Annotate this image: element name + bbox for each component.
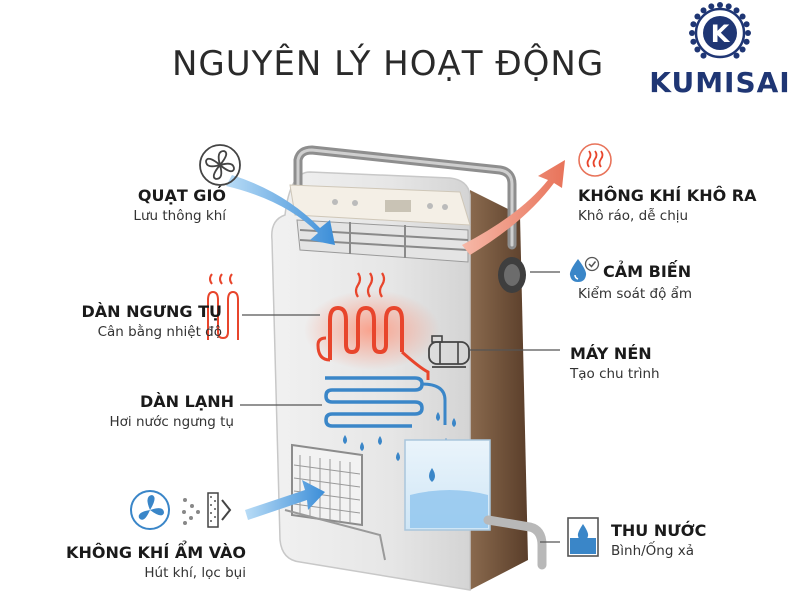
display-screen [385,200,411,212]
control-panel [289,184,471,226]
label-water: THU NƯỚC Bình/Ống xả [611,521,706,559]
brand-logo: K KUMISAI [640,0,800,112]
label-condenser-title: DÀN NGƯNG TỤ [81,302,222,321]
water-tank-icon [566,516,600,563]
label-fan-desc: Lưu thông khí [133,208,226,224]
heat-waves-icon [578,143,612,182]
label-sensor: CẢM BIẾN [603,262,691,281]
heat-coil-icon [202,270,242,347]
label-sensor-title: CẢM BIẾN [603,262,692,281]
evaporator-coil [324,376,424,428]
air-filter [291,443,363,527]
air-outlet-louver [296,219,469,263]
laurel-emblem-icon: K [689,2,751,59]
label-water-title: THU NƯỚC [611,521,707,540]
label-evaporator-title: DÀN LẠNH [140,392,234,411]
label-outlet-title: KHÔNG KHÍ KHÔ RA [578,186,757,205]
label-condenser-desc: Cân bằng nhiệt độ [97,324,222,340]
page-title: NGUYÊN LÝ HOẠT ĐỘNG [172,44,605,84]
humid-air-in-arrow [245,480,325,520]
label-outlet-desc: Khô ráo, dễ chịu [578,208,689,224]
brand-name: KUMISAI [649,66,791,99]
dry-air-out-arrow [462,160,565,255]
label-outlet: KHÔNG KHÍ KHÔ RA Khô ráo, dễ chịu [578,186,756,224]
label-sensor-desc: Kiểm soát độ ẩm [578,286,693,302]
label-intake: KHÔNG KHÍ ẨM VÀO Hút khí, lọc bụi [66,543,246,581]
label-compressor: MÁY NÉN Tạo chu trình [570,344,660,382]
label-condenser: DÀN NGƯNG TỤ Cân bằng nhiệt độ [81,302,222,340]
condenser-coil [328,305,404,360]
drain-hose [483,515,547,570]
label-compressor-desc: Tạo chu trình [570,366,660,382]
label-evaporator-desc: Hơi nước ngưng tụ [109,414,235,430]
label-compressor-title: MÁY NÉN [570,344,652,363]
brand-monogram: K [711,20,731,48]
label-intake-title: KHÔNG KHÍ ẨM VÀO [66,543,246,562]
fan-icon [198,143,242,192]
fan-filter-icon [130,488,240,537]
label-sensor-desc-wrap: Kiểm soát độ ẩm [578,286,692,302]
air-intake-arrow [226,175,335,245]
heat-waves [354,272,386,298]
humidity-drop-icon [566,256,600,289]
label-intake-desc: Hút khí, lọc bụi [144,565,246,581]
compressor-icon [426,330,472,375]
label-evaporator: DÀN LẠNH Hơi nước ngưng tụ [110,392,235,430]
label-fan: QUẠT GIÓ Lưu thông khí [133,186,226,224]
label-water-desc: Bình/Ống xả [611,543,694,559]
label-fan-title: QUẠT GIÓ [137,186,226,205]
